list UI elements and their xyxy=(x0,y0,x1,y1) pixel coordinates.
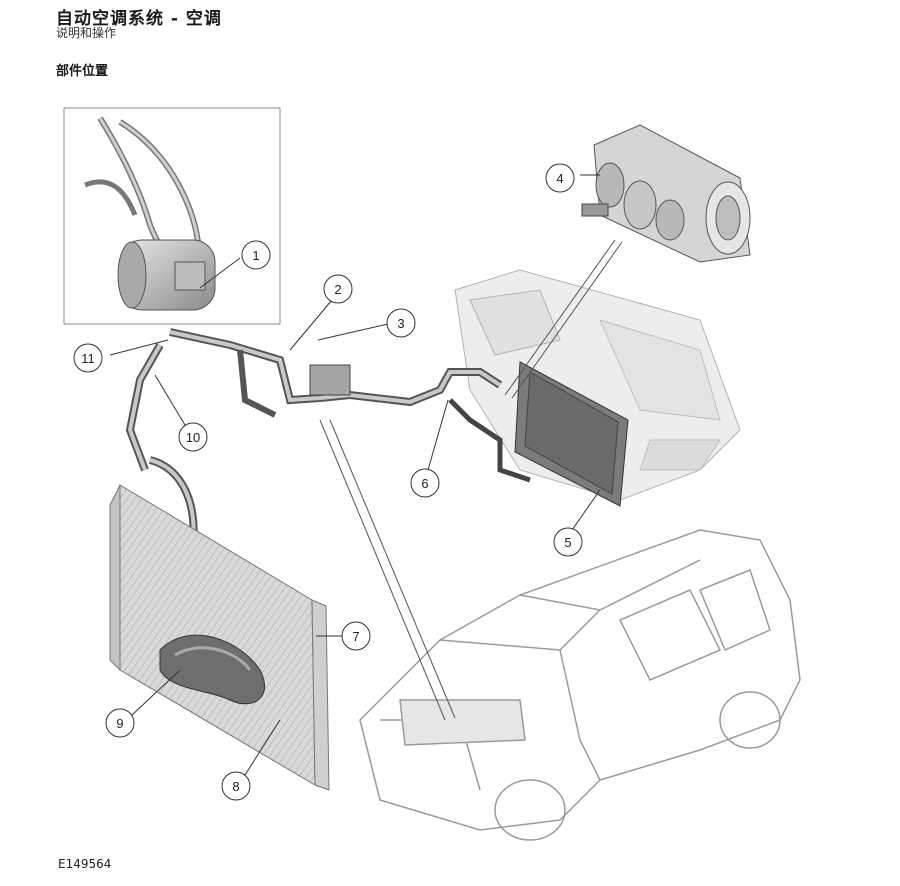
callout-5: 5 xyxy=(553,527,583,557)
callout-2-label: 2 xyxy=(334,282,341,297)
vehicle-outline xyxy=(359,529,801,841)
callout-3: 3 xyxy=(386,308,416,338)
condenser-hose-assembly xyxy=(159,634,266,705)
callout-9: 9 xyxy=(105,708,135,738)
callout-4-label: 4 xyxy=(556,171,563,186)
page-title: 自动空调系统 - 空调 xyxy=(56,9,222,29)
page-subtitle: 说明和操作 xyxy=(56,26,117,40)
callout-8-label: 8 xyxy=(232,779,239,794)
callout-3-label: 3 xyxy=(397,316,404,331)
compressor-inset xyxy=(63,107,281,325)
callout-10-label: 10 xyxy=(186,430,200,445)
callout-6-label: 6 xyxy=(421,476,428,491)
expansion-valve-detail xyxy=(581,124,751,263)
callout-4: 4 xyxy=(545,163,575,193)
callout-leaders xyxy=(109,174,601,776)
callout-8: 8 xyxy=(221,771,251,801)
pointer-lines xyxy=(319,239,623,721)
callout-9-label: 9 xyxy=(116,716,123,731)
figure-id: E149564 xyxy=(58,857,112,871)
callout-10: 10 xyxy=(178,422,208,452)
callout-1-label: 1 xyxy=(252,248,259,263)
line-junction-block xyxy=(309,364,351,396)
callout-2: 2 xyxy=(323,274,353,304)
evaporator xyxy=(514,361,629,507)
section-title: 部件位置 xyxy=(56,64,109,79)
callout-11-label: 11 xyxy=(81,351,95,366)
callout-7-label: 7 xyxy=(352,629,359,644)
callout-6: 6 xyxy=(410,468,440,498)
callouts: 1 2 3 4 5 6 7 8 9 10 11 xyxy=(73,163,583,801)
callout-5-label: 5 xyxy=(564,535,571,550)
callout-7: 7 xyxy=(341,621,371,651)
callout-1: 1 xyxy=(241,240,271,270)
condenser xyxy=(109,484,330,791)
callout-11: 11 xyxy=(73,343,103,373)
